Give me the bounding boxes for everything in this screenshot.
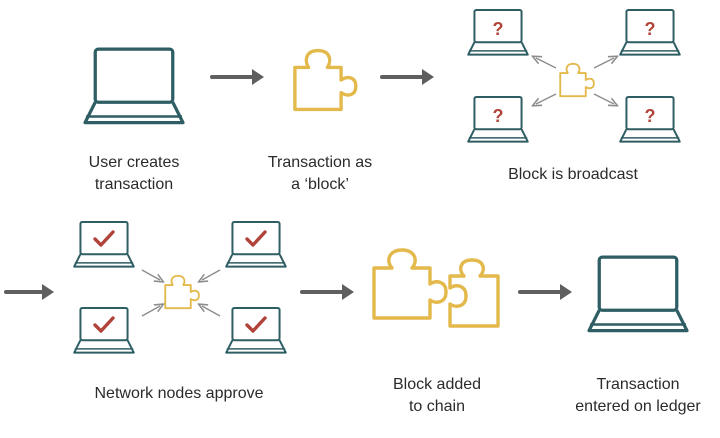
label-line: a ‘block’ xyxy=(291,176,349,193)
block-puzzle-icon xyxy=(293,48,358,112)
check-mark-icon xyxy=(93,230,115,247)
step-label-ledger: Transaction entered on ledger xyxy=(560,374,716,418)
broadcast-cluster: ? ? ? ? xyxy=(467,8,681,143)
block-puzzle-icon xyxy=(164,274,200,310)
node-laptop-icon xyxy=(225,306,287,354)
broadcast-arrow xyxy=(593,93,614,104)
approval-cluster xyxy=(73,220,287,354)
question-mark-icon: ? xyxy=(493,19,504,39)
node-laptop-icon xyxy=(73,306,135,354)
approval-arrow xyxy=(202,306,221,317)
node-laptop-icon xyxy=(225,220,287,268)
step-label-nodes-approve: Network nodes approve xyxy=(66,383,292,405)
approval-arrow xyxy=(141,269,160,280)
flow-arrow-3 xyxy=(4,284,54,300)
question-mark-icon: ? xyxy=(493,106,504,126)
label-line: Transaction xyxy=(596,376,680,393)
block-puzzle-icon xyxy=(559,62,595,98)
chain-block-1-icon xyxy=(372,248,448,320)
label-line: Network nodes approve xyxy=(94,385,264,402)
flow-arrow-4 xyxy=(300,284,354,300)
approval-arrow xyxy=(141,306,160,317)
check-mark-icon xyxy=(245,230,267,247)
approval-arrow xyxy=(202,269,221,280)
label-line: User creates xyxy=(88,154,180,171)
broadcast-arrow xyxy=(536,58,557,69)
label-line: Block is broadcast xyxy=(508,166,638,183)
step-label-block-added: Block added to chain xyxy=(372,374,502,418)
flow-arrow-5 xyxy=(518,284,572,300)
broadcast-arrow xyxy=(536,93,557,104)
broadcast-arrow xyxy=(593,58,614,69)
block-chain-icon xyxy=(372,248,500,328)
flow-arrow-2 xyxy=(380,69,434,85)
label-line: entered on ledger xyxy=(575,398,701,415)
label-line: Block added xyxy=(392,376,482,393)
flow-arrow-1 xyxy=(210,69,264,85)
label-line: Transaction as xyxy=(267,154,373,171)
check-mark-icon xyxy=(93,316,115,333)
ledger-laptop-icon xyxy=(587,255,689,333)
node-laptop-icon xyxy=(73,220,135,268)
label-line: to chain xyxy=(408,398,466,415)
user-laptop-icon xyxy=(83,47,185,125)
check-mark-icon xyxy=(245,316,267,333)
step-label-broadcast: Block is broadcast xyxy=(488,164,658,186)
step-label-user-creates: User creates transaction xyxy=(64,152,204,196)
label-line: transaction xyxy=(94,176,174,193)
step-label-transaction-block: Transaction as a ‘block’ xyxy=(248,152,392,196)
question-mark-icon: ? xyxy=(645,19,656,39)
chain-block-2-icon xyxy=(448,258,500,328)
question-mark-icon: ? xyxy=(645,106,656,126)
